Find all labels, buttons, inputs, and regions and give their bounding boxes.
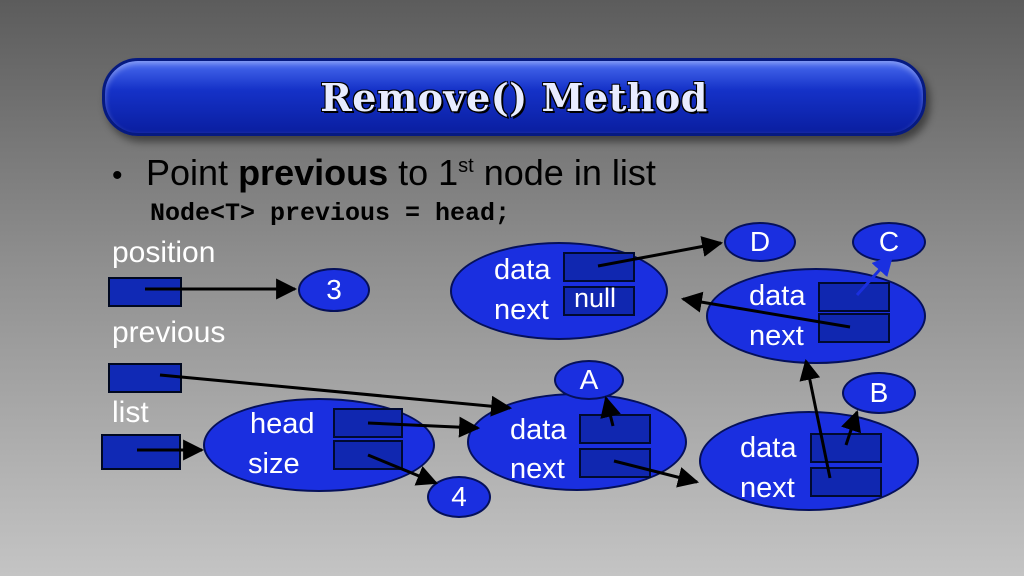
node-b-data-label: data bbox=[740, 432, 797, 464]
bullet-point: • Point previous to 1st node in list bbox=[112, 152, 656, 194]
bullet-suffix: node in list bbox=[473, 152, 656, 193]
node-d-next-slot bbox=[563, 286, 635, 316]
bullet-superscript: st bbox=[458, 155, 474, 177]
node-d-data-slot bbox=[563, 252, 635, 282]
node-a-data-label: data bbox=[510, 414, 567, 446]
list-box bbox=[101, 434, 181, 470]
node-a-next-slot bbox=[579, 448, 651, 478]
node-a-data-slot bbox=[579, 414, 651, 444]
head-field: head bbox=[250, 408, 315, 440]
size-slot bbox=[333, 440, 403, 470]
node-c-data-slot bbox=[818, 282, 890, 312]
node-b-data-slot bbox=[810, 433, 882, 463]
code-statement: Node<T> previous = head; bbox=[150, 199, 511, 228]
label-a-badge: A bbox=[554, 360, 624, 400]
position-value-badge: 3 bbox=[298, 268, 370, 312]
node-c-next-slot bbox=[818, 313, 890, 343]
position-box bbox=[108, 277, 182, 307]
node-c-data-label: data bbox=[749, 280, 806, 312]
bullet-icon: • bbox=[112, 159, 123, 192]
node-d-data-label: data bbox=[494, 254, 551, 286]
label-c-badge: C bbox=[852, 222, 926, 262]
node-b bbox=[699, 411, 919, 511]
bullet-prefix: Point bbox=[146, 152, 239, 193]
label-d-badge: D bbox=[724, 222, 796, 262]
bullet-middle: to 1 bbox=[388, 152, 459, 193]
bullet-bold-word: previous bbox=[238, 152, 389, 193]
previous-box bbox=[108, 363, 182, 393]
node-c bbox=[706, 268, 926, 364]
node-d-next-label: next bbox=[494, 294, 549, 326]
position-label: position bbox=[112, 236, 216, 269]
node-c-next-label: next bbox=[749, 320, 804, 352]
title-banner: Remove() Method bbox=[102, 58, 926, 136]
node-b-next-slot bbox=[810, 467, 882, 497]
label-b-badge: B bbox=[842, 372, 916, 414]
list-label: list bbox=[112, 396, 149, 429]
node-a bbox=[467, 393, 687, 491]
node-a-next-label: next bbox=[510, 453, 565, 485]
node-b-next-label: next bbox=[740, 472, 795, 504]
slide-title: Remove() Method bbox=[320, 74, 708, 120]
size-value-badge: 4 bbox=[427, 476, 491, 518]
null-value: null bbox=[574, 283, 617, 313]
size-field: size bbox=[248, 448, 300, 480]
previous-label: previous bbox=[112, 316, 226, 349]
head-slot bbox=[333, 408, 403, 438]
node-d bbox=[450, 242, 668, 340]
